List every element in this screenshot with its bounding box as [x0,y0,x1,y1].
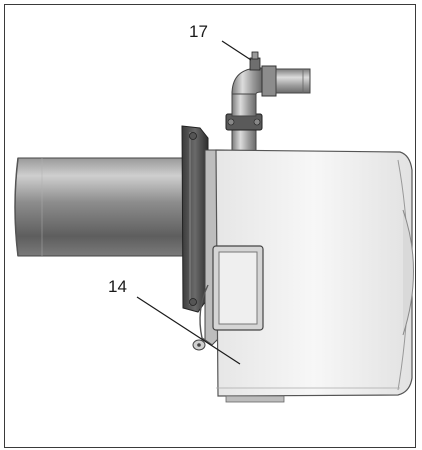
air-intake-window [212,245,264,331]
burner-housing [215,149,414,403]
mounting-flange [181,125,209,313]
callout-14-leader [136,296,241,365]
blast-tube [14,157,186,257]
callout-14-label: 14 [108,277,127,296]
callout-14: 14 [108,277,241,365]
callout-17-leader [221,40,252,61]
gas-pipe [225,65,311,157]
callout-17: 17 [189,22,252,61]
test-nipple [249,51,261,71]
callout-17-label: 17 [189,22,208,41]
